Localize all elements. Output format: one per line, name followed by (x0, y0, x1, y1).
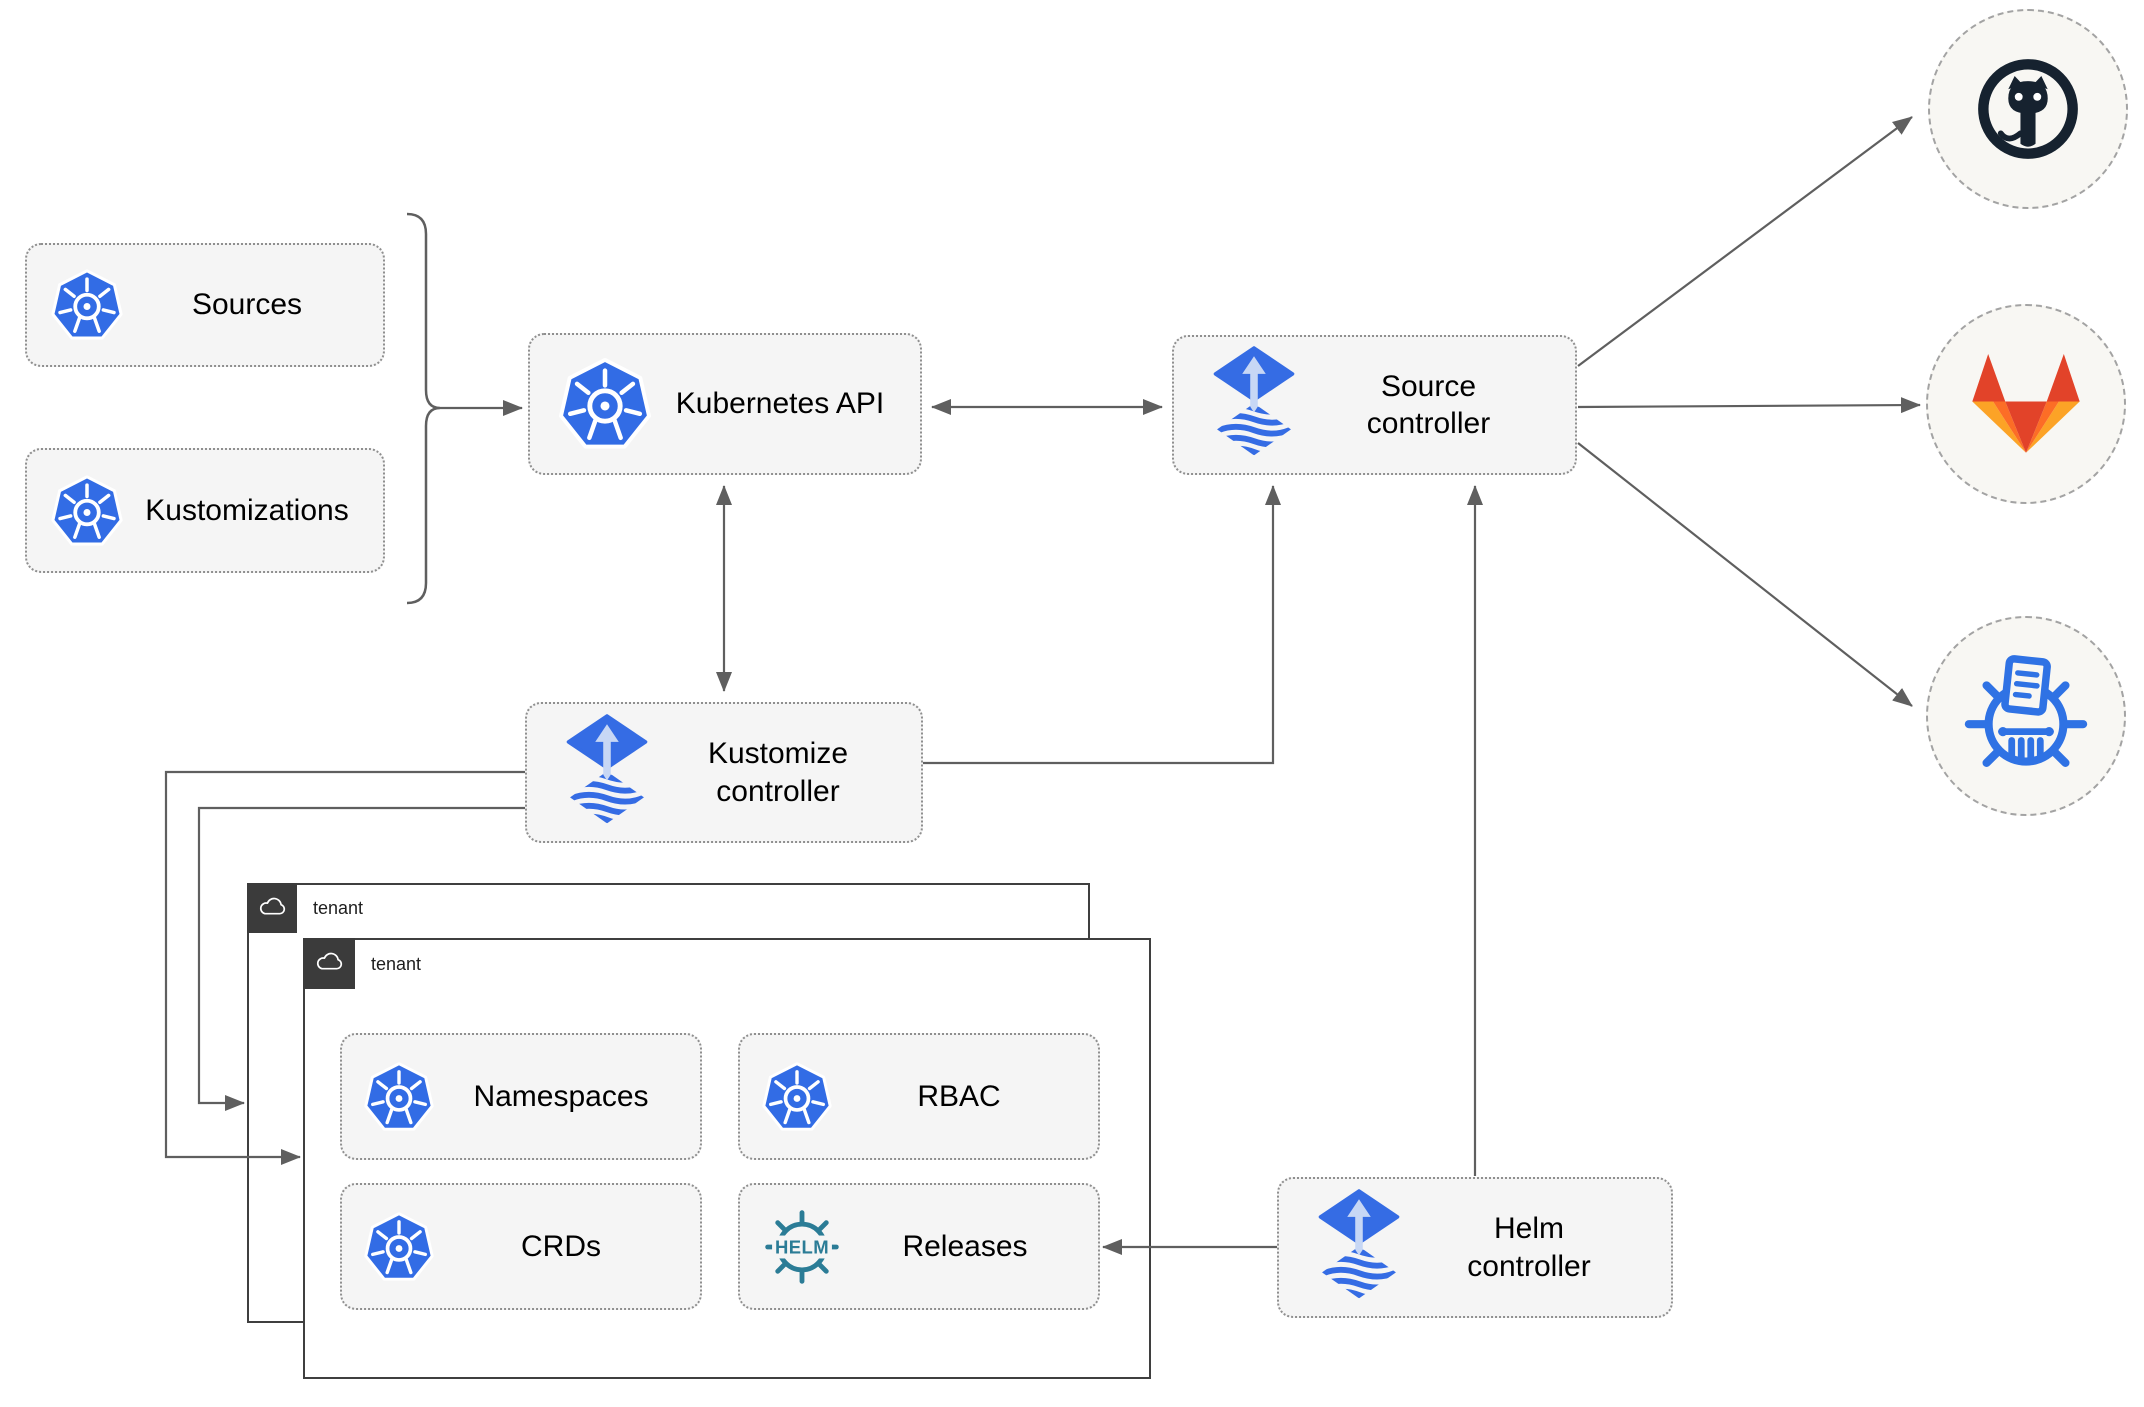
node-sources-label: Sources (191, 288, 303, 322)
node-source-controller-label: Source controller (1366, 369, 1491, 441)
endpoint-github (1928, 9, 2128, 209)
kubernetes-icon (760, 1060, 834, 1134)
cloud-icon (255, 891, 289, 925)
kubernetes-icon (556, 355, 654, 453)
node-kustomizations: Kustomizations (25, 448, 385, 573)
kubernetes-icon (362, 1210, 436, 1284)
node-source-controller: Source controller (1172, 335, 1577, 475)
node-releases-label: Releases (902, 1229, 1028, 1263)
node-sources: Sources (25, 243, 385, 367)
kubernetes-icon (49, 473, 125, 549)
tenant-back-tab (246, 882, 297, 933)
flux-icon (565, 714, 649, 832)
gitlab-icon (1965, 349, 2087, 459)
tenant-front-tab (302, 937, 355, 989)
node-helm-controller-label: Helm controller (1467, 1212, 1591, 1283)
arrow-kustomize-to-source-controller (923, 485, 1281, 765)
helm-icon: HELM (758, 1203, 846, 1291)
node-crds: CRDs (340, 1183, 702, 1310)
node-kubernetes-api: Kubernetes API (528, 333, 922, 475)
tenant-back-label: tenant (313, 898, 364, 918)
github-icon (1970, 51, 2086, 167)
endpoint-chartmuseum (1926, 616, 2126, 816)
flux-icon (1212, 346, 1296, 464)
helm-icon-text: HELM (775, 1236, 829, 1257)
endpoint-gitlab (1926, 304, 2126, 504)
node-kustomizations-label: Kustomizations (145, 493, 349, 527)
arrow-source-to-chartmuseum (1577, 442, 1913, 707)
node-rbac: RBAC (738, 1033, 1100, 1160)
node-helm-controller: Helm controller (1277, 1177, 1673, 1318)
arrow-source-to-gitlab (1577, 397, 1921, 414)
chartmuseum-icon (1958, 648, 2094, 784)
arrow-source-to-github (1577, 116, 1913, 367)
node-releases: HELM Releases (738, 1183, 1100, 1310)
kubernetes-icon (362, 1060, 436, 1134)
node-namespaces: Namespaces (340, 1033, 702, 1160)
brace-sources-group (406, 212, 441, 605)
cloud-icon (312, 946, 346, 980)
node-kubernetes-api-label: Kubernetes API (675, 387, 885, 421)
node-crds-label: CRDs (521, 1229, 601, 1263)
node-kustomize-controller: Kustomize controller (525, 702, 923, 843)
node-kustomize-controller-label: Kustomize controller (707, 737, 849, 808)
node-namespaces-label: Namespaces (473, 1079, 649, 1113)
node-rbac-label: RBAC (917, 1079, 1001, 1113)
tenant-front-label: tenant (371, 954, 422, 974)
kubernetes-icon (49, 267, 125, 343)
flux-icon (1317, 1189, 1401, 1307)
